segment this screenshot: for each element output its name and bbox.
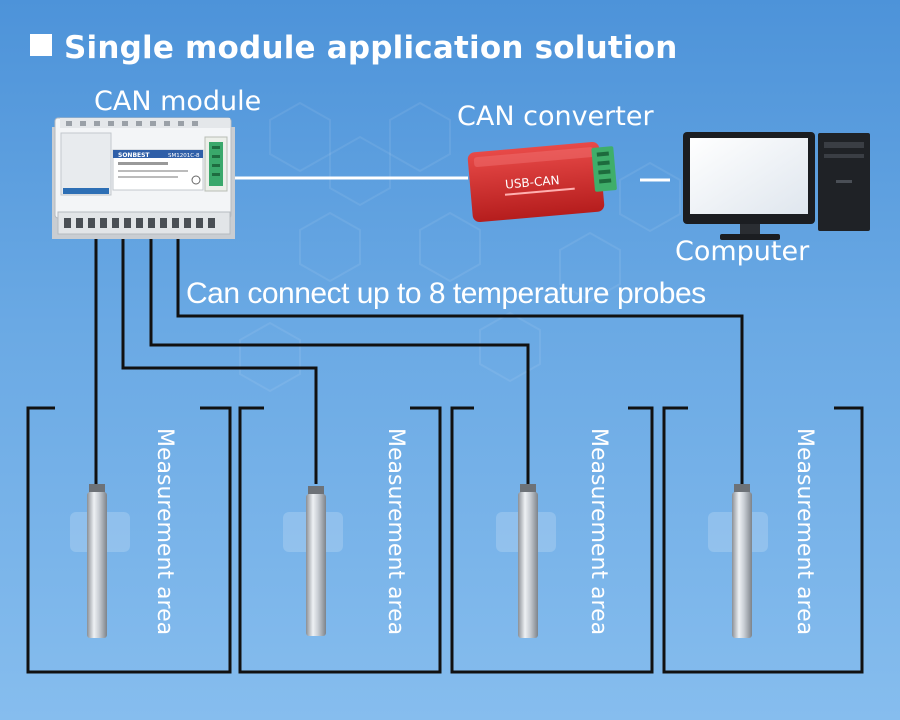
measurement-tanks (26, 406, 864, 674)
converter-name: USB-CAN (505, 173, 561, 192)
measurement-area-label-3: Measurement area (586, 428, 611, 636)
page-title: Single module application solution (30, 30, 677, 66)
measurement-area-label-2: Measurement area (383, 428, 408, 636)
computer-label: Computer (675, 236, 810, 267)
probe-2 (306, 486, 326, 636)
probe-3 (518, 484, 538, 638)
probe-1 (87, 484, 107, 638)
tank-1 (26, 406, 232, 674)
measurement-area-label-4: Measurement area (792, 428, 817, 636)
computer-screen (690, 138, 808, 214)
can-module-label: CAN module (94, 86, 262, 117)
cable-4 (176, 238, 744, 484)
probe-capacity-caption: Can connect up to 8 temperature probes (186, 277, 706, 310)
cable-3 (149, 238, 530, 484)
tank-2 (238, 406, 442, 674)
temperature-probes (87, 484, 752, 638)
can-converter-label: CAN converter (457, 101, 654, 132)
probe-4 (732, 484, 752, 638)
computer (683, 132, 870, 240)
cable-2 (121, 238, 318, 484)
measurement-area-label-1: Measurement area (152, 428, 177, 636)
tank-3 (450, 406, 654, 674)
can-module-device: SONBEST SM1201C-8 (52, 117, 235, 239)
square-bullet-icon (30, 34, 52, 56)
module-model: SM1201C-8 (168, 153, 200, 159)
probe-cables (94, 238, 744, 484)
tank-4 (662, 406, 864, 674)
usb-can-converter: USB-CAN (467, 141, 617, 223)
page-title-text: Single module application solution (64, 30, 678, 66)
module-brand: SONBEST (118, 152, 150, 159)
